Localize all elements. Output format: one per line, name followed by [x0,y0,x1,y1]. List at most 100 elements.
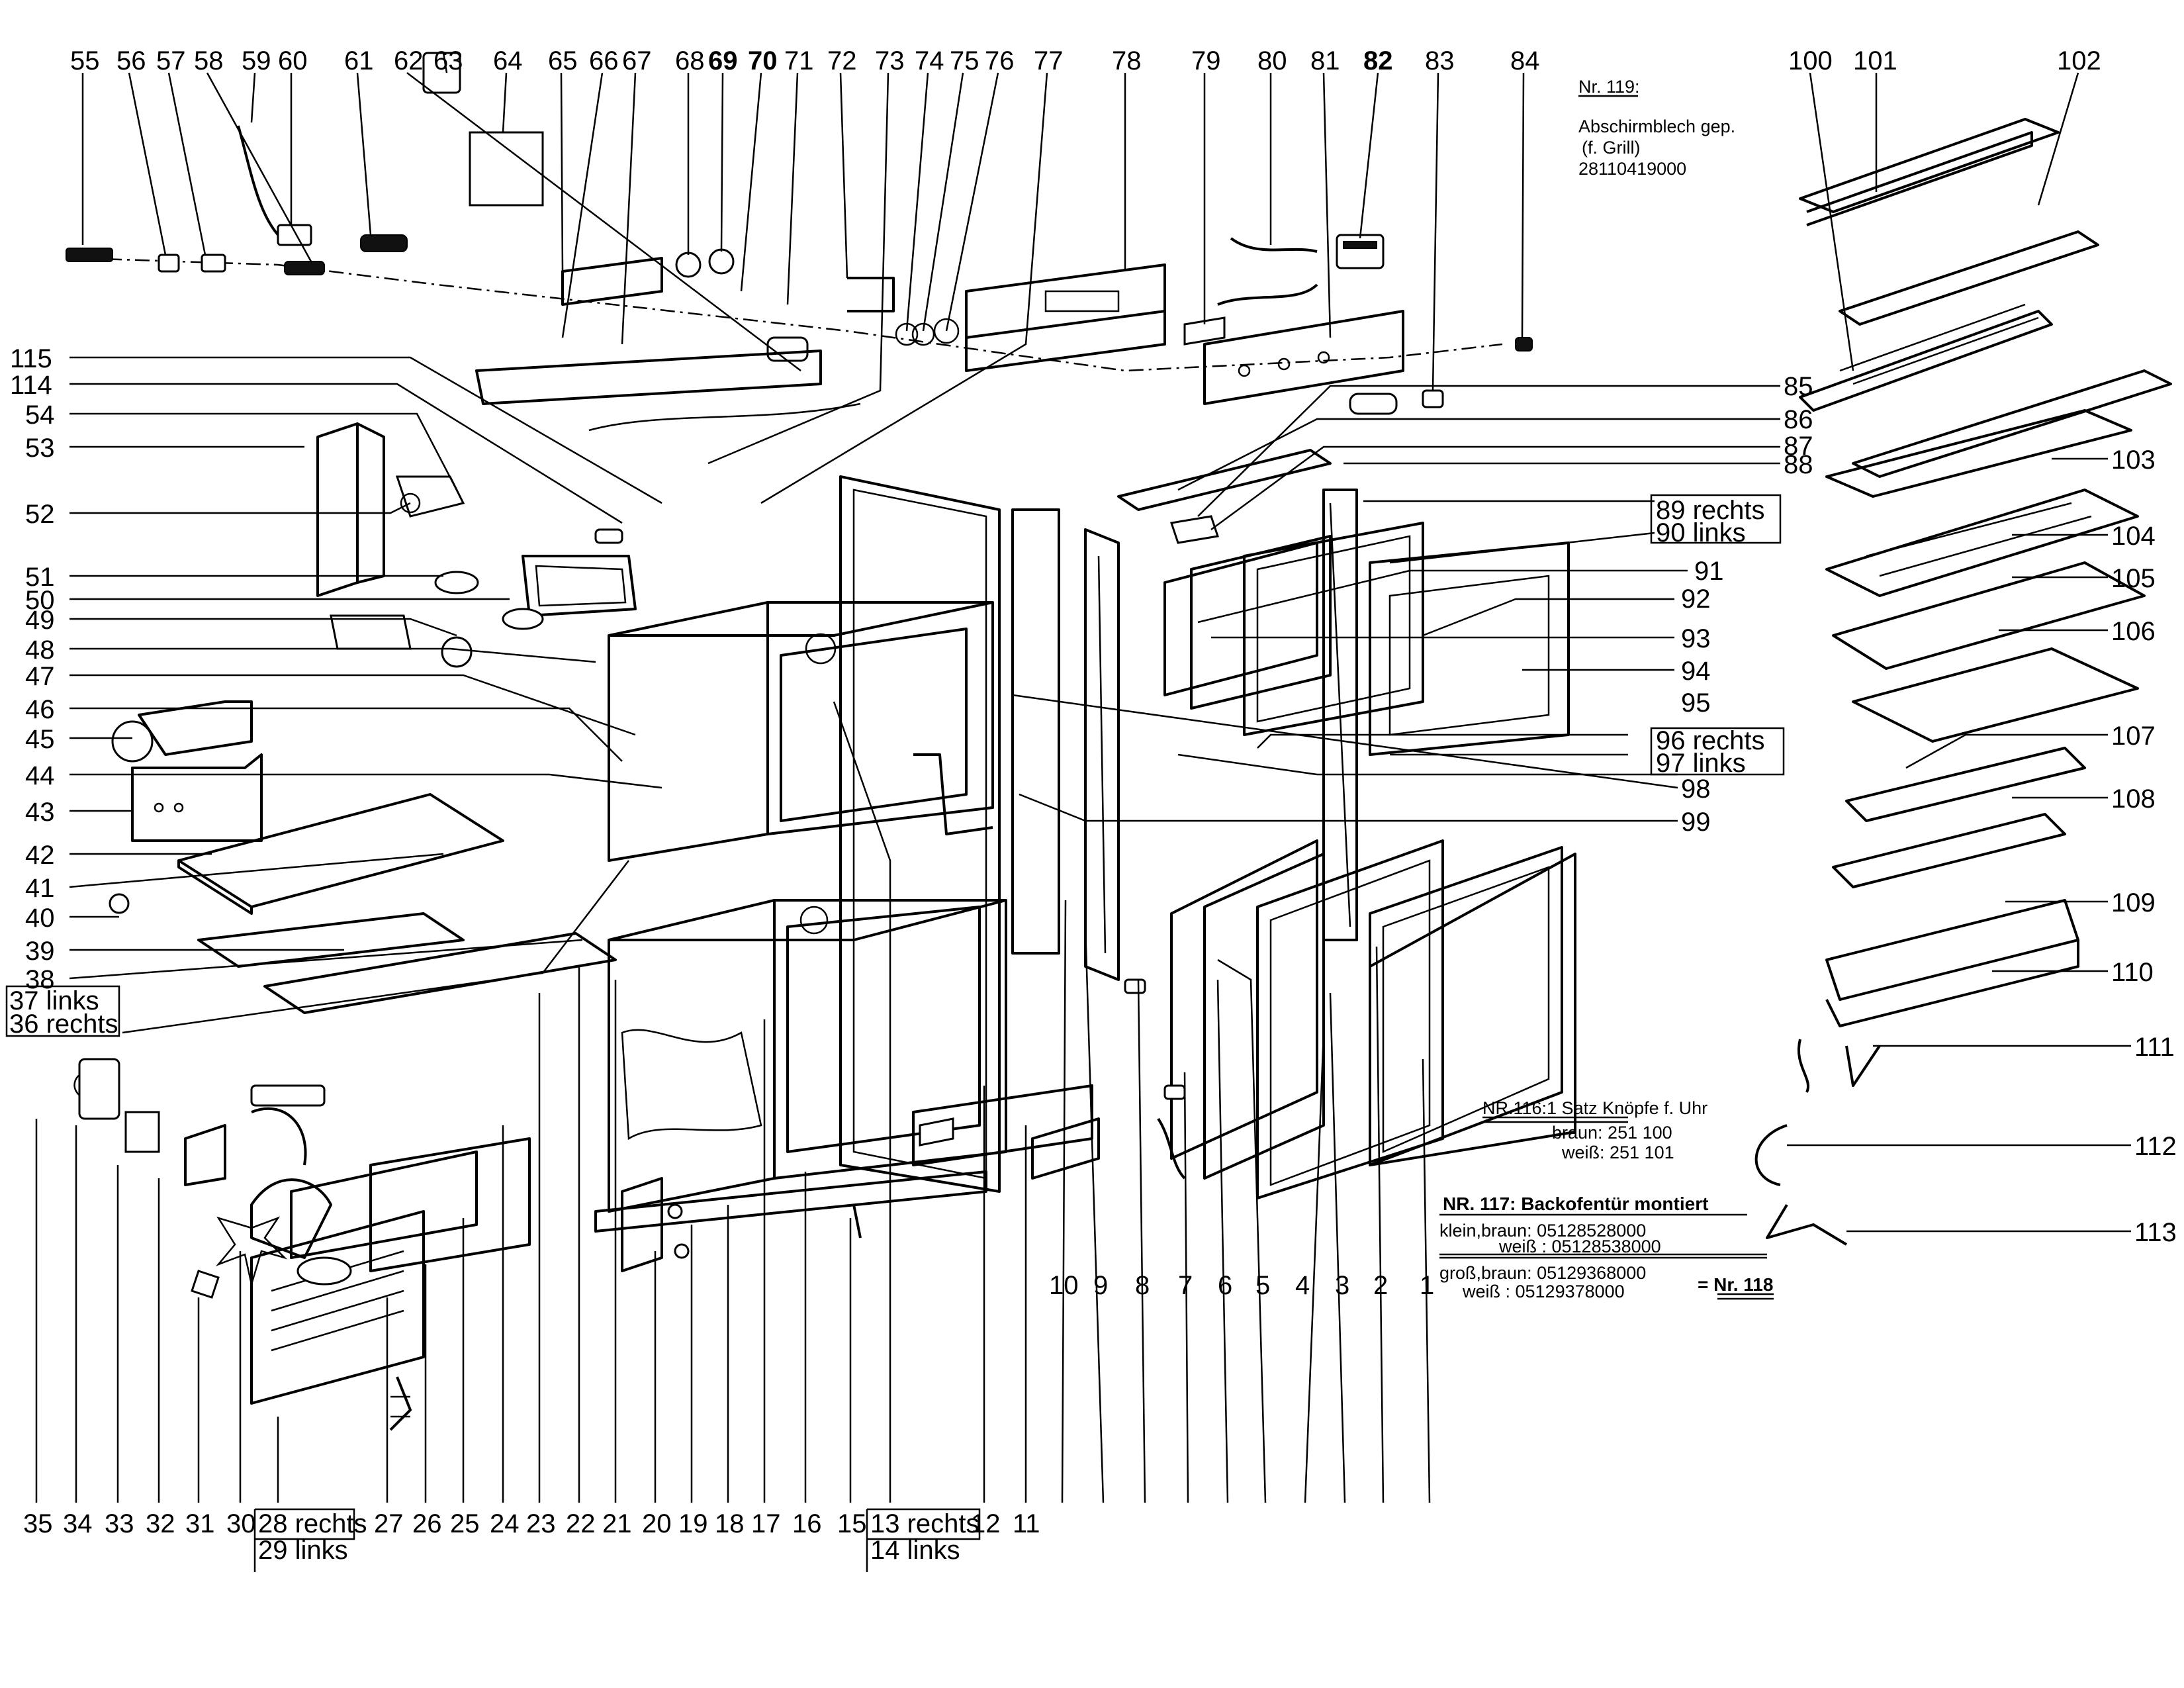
callout-70: 70 [748,46,778,75]
callout-94: 94 [1681,657,1711,686]
note-119: Nr. 119: Abschirmblech gep. (f. Grill) 2… [1578,77,1735,179]
callout-108: 108 [2111,784,2156,814]
note-116: NR.116:1 Satz Knöpfe f. Uhr braun: 251 1… [1482,1098,1707,1162]
callout-38: 38 [25,965,55,994]
callout-43: 43 [25,798,55,827]
note-117-line-3: groß,braun: 05129368000 [1439,1263,1646,1283]
callout-20: 20 [642,1509,672,1538]
callouts-top: 55 56 57 58 59 60 61 62 63 64 65 66 67 6… [70,46,2101,75]
callout-67: 67 [622,46,652,75]
callout-74: 74 [915,46,944,75]
callout-106: 106 [2111,617,2156,646]
callout-49: 49 [25,606,55,635]
callout-80: 80 [1257,46,1287,75]
callout-23: 23 [526,1509,556,1538]
callout-73: 73 [875,46,905,75]
callouts-mid-right: 85 86 87 88 89 rechts 90 links 91 92 93 … [1656,372,1813,837]
callout-28-rechts: 28 rechts [258,1509,367,1538]
callout-101: 101 [1853,46,1897,75]
callout-84: 84 [1510,46,1540,75]
callout-91: 91 [1694,557,1724,586]
callout-50: 50 [25,586,55,615]
callout-8: 8 [1135,1271,1150,1300]
callout-107: 107 [2111,722,2156,751]
callout-14-links: 14 links [870,1536,960,1565]
callout-55: 55 [70,46,100,75]
callout-63: 63 [433,46,463,75]
callout-62: 62 [394,46,424,75]
callout-4: 4 [1295,1271,1310,1300]
note-frames [5,95,1785,1572]
callout-78: 78 [1112,46,1142,75]
callout-97-links: 97 links [1656,749,1746,778]
callout-88: 88 [1784,450,1813,479]
callout-85: 85 [1784,372,1813,401]
callout-42: 42 [25,841,55,870]
callout-29-links: 29 links [258,1536,348,1565]
callout-110: 110 [2111,958,2154,987]
callout-89-rechts: 89 rechts [1656,496,1765,525]
callout-53: 53 [25,434,55,463]
callout-95: 95 [1681,688,1711,718]
callouts-far-right: 103 104 105 106 107 108 109 110 111 112 … [2111,445,2177,1247]
callout-9: 9 [1093,1271,1108,1300]
callout-41: 41 [25,874,55,903]
callout-54: 54 [25,400,55,430]
callout-104: 104 [2111,522,2156,551]
callout-114: 114 [10,371,52,400]
callout-17: 17 [751,1509,781,1538]
callouts-left: 115 114 54 53 52 51 50 49 48 47 46 45 44… [9,344,118,1039]
small-door-assembly [1117,449,1570,756]
leader-lines [35,52,2131,1503]
callout-26: 26 [412,1509,442,1538]
callout-109: 109 [2111,888,2156,917]
callout-76: 76 [985,46,1015,75]
callout-44: 44 [25,761,55,790]
callout-10: 10 [1049,1271,1079,1300]
callout-57: 57 [156,46,186,75]
callout-21: 21 [602,1509,632,1538]
callout-60: 60 [278,46,308,75]
callout-72: 72 [827,46,857,75]
callout-64: 64 [493,46,523,75]
callout-92: 92 [1681,585,1711,614]
note-119-line-2: (f. Grill) [1582,138,1640,158]
callout-13-rechts: 13 rechts [870,1509,979,1538]
callout-12: 12 [971,1509,1001,1538]
note-119-line-3: 28110419000 [1578,159,1686,179]
callout-69: 69 [708,46,738,75]
callout-99: 99 [1681,808,1711,837]
note-116-title: NR.116:1 Satz Knöpfe f. Uhr [1482,1098,1707,1118]
note-117-line-4: weiß : 05129378000 [1462,1282,1625,1301]
callout-7: 7 [1178,1271,1193,1300]
callout-83: 83 [1425,46,1455,75]
callout-59: 59 [242,46,271,75]
callout-15: 15 [837,1509,867,1538]
callout-65: 65 [548,46,578,75]
callout-77: 77 [1034,46,1064,75]
callout-30: 30 [226,1509,256,1538]
callout-19: 19 [678,1509,708,1538]
callout-39: 39 [25,937,55,966]
callout-52: 52 [25,500,55,529]
callout-71: 71 [784,46,814,75]
callout-48: 48 [25,635,55,665]
callout-18: 18 [715,1509,745,1538]
callout-75: 75 [950,46,979,75]
callout-32: 32 [146,1509,175,1538]
lower-components [250,1084,1186,1431]
callout-2: 2 [1373,1271,1388,1300]
callout-113: 113 [2134,1218,2177,1247]
callout-56: 56 [116,46,146,75]
note-117-line-1: klein,braun: 05128528000 [1439,1221,1646,1241]
callout-24: 24 [490,1509,520,1538]
callout-34: 34 [63,1509,93,1538]
frame-panels [839,475,1358,1193]
callout-87: 87 [1784,432,1813,461]
callout-36-rechts: 36 rechts [9,1009,118,1039]
note-116-line-2: weiß: 251 101 [1561,1143,1674,1162]
callout-37-links: 37 links [9,986,99,1015]
callout-22: 22 [566,1509,596,1538]
callout-6: 6 [1218,1271,1232,1300]
callout-45: 45 [25,725,55,754]
